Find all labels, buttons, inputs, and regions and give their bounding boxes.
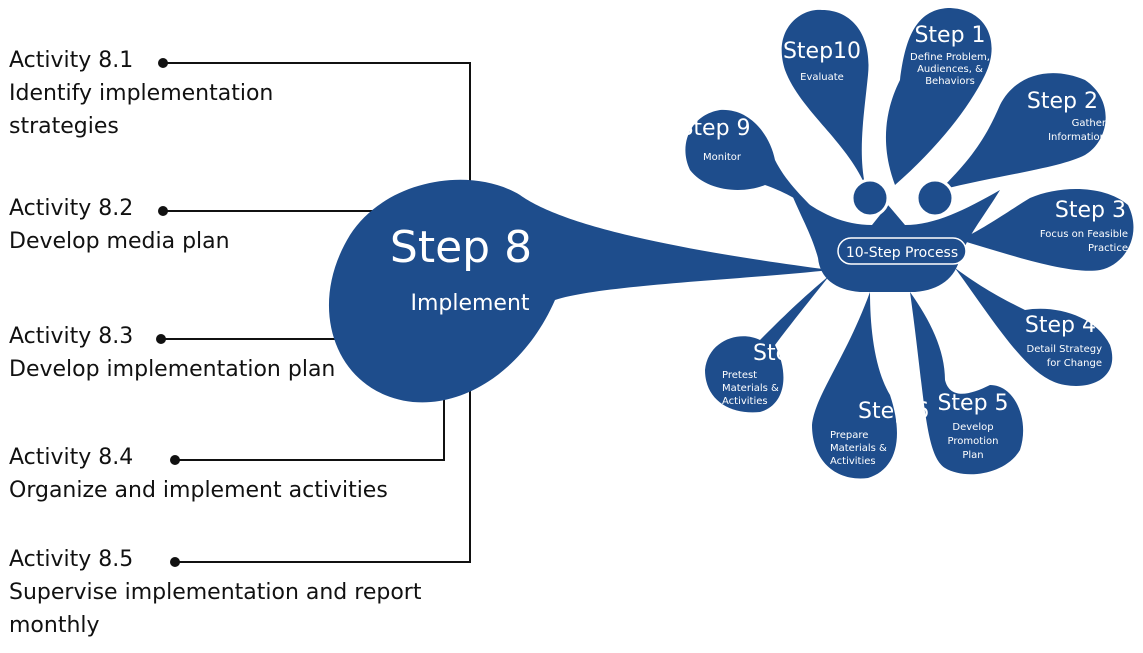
- petal-step-1: [885, 8, 992, 185]
- step-8-shape: [328, 179, 830, 403]
- petal-step-6: [812, 292, 897, 479]
- petal-subtitle-line: Define Problem,: [910, 52, 990, 63]
- petal-subtitle-line: Gather: [1072, 118, 1107, 129]
- petal-subtitle-line: for Change: [1047, 358, 1102, 369]
- petal-step-10: [781, 9, 869, 186]
- activity-description: Develop implementation plan: [9, 357, 336, 382]
- petal-title-6: Step 6: [858, 399, 929, 424]
- activity-description: Organize and implement activities: [9, 478, 388, 503]
- petal-title-7: Step 7: [753, 341, 824, 366]
- activity-title: Activity 8.1: [9, 48, 134, 73]
- bullet-8-5: [170, 557, 180, 567]
- bullet-8-4: [170, 455, 180, 465]
- activity-8-3: Activity 8.3 Develop implementation plan: [9, 320, 489, 386]
- petal-subtitle-line: Focus on Feasible: [1040, 229, 1128, 240]
- hub-label-pill: [837, 237, 967, 265]
- connector-8-5: [175, 390, 471, 563]
- petal-step-9: [685, 109, 820, 215]
- activity-title: Activity 8.3: [9, 324, 134, 349]
- bullet-8-2: [158, 206, 168, 216]
- petal-subtitle-line: Pretest: [722, 370, 757, 381]
- activity-description: Develop media plan: [9, 229, 230, 254]
- petal-subtitle-line: Materials &: [830, 443, 887, 454]
- activity-title: Activity 8.5: [9, 547, 134, 572]
- petal-subtitle-line: Promotion: [948, 436, 999, 447]
- activity-8-2: Activity 8.2 Develop media plan: [9, 192, 489, 258]
- petal-step-4: [955, 268, 1113, 386]
- activity-connectors: [156, 58, 471, 567]
- petal-subtitle-line: Develop: [952, 422, 993, 433]
- petal-subtitle-line: Monitor: [703, 152, 742, 163]
- activity-title: Activity 8.4: [9, 445, 134, 470]
- petal-subtitle-line: Audiences, &: [917, 64, 983, 75]
- petal-title-5: Step 5: [937, 391, 1008, 416]
- petal-subtitle-line: Activities: [830, 456, 876, 467]
- petal-subtitle-line: Behaviors: [925, 76, 975, 87]
- hub-label: 10-Step Process: [846, 245, 958, 261]
- petal-step-5: [910, 292, 1024, 475]
- petal-subtitle-line: Materials &: [722, 383, 779, 394]
- petals: [685, 8, 1134, 479]
- activity-description: Supervise implementation and report mont…: [9, 580, 422, 638]
- petal-subtitle-line: Activities: [722, 396, 768, 407]
- activity-8-5: Activity 8.5 Supervise implementation an…: [9, 543, 489, 642]
- hub-head-left: [850, 178, 890, 218]
- petal-subtitle-line: Information: [1048, 132, 1106, 143]
- activity-description: Identify implementation strategies: [9, 81, 274, 139]
- connector-8-4: [175, 393, 445, 461]
- petal-subtitle-line: Detail Strategy: [1027, 344, 1103, 355]
- petal-title-2: Step 2: [1027, 89, 1098, 114]
- bullet-8-1: [158, 58, 168, 68]
- petal-title-8: Step 9: [679, 116, 750, 141]
- activity-title: Activity 8.2: [9, 196, 134, 221]
- petal-title-9: Step10: [783, 39, 861, 64]
- bullet-8-3: [156, 334, 166, 344]
- petal-subtitle-line: Plan: [962, 450, 983, 461]
- petal-subtitle-line: Practice: [1088, 243, 1128, 254]
- petal-labels: Step 1 Define Problem,Audiences, &Behavio…: [679, 23, 1128, 467]
- activity-8-1: Activity 8.1 Identify implementation str…: [9, 44, 489, 143]
- petal-title-3: Step 3: [1055, 198, 1126, 223]
- petal-title-4: Step 4: [1025, 313, 1096, 338]
- activity-8-4: Activity 8.4 Organize and implement acti…: [9, 441, 489, 507]
- hub-head-right: [915, 178, 955, 218]
- connector-8-1: [163, 62, 471, 185]
- petal-step-2: [940, 73, 1106, 190]
- petal-step-3: [960, 188, 1134, 271]
- step-8-title: Step 8: [390, 222, 532, 273]
- step-8-subtitle: Implement: [410, 291, 529, 316]
- petal-title-1: Step 1: [914, 23, 985, 48]
- petal-subtitle-line: Evaluate: [800, 72, 844, 83]
- petal-step-7: [705, 275, 830, 413]
- petal-subtitle-line: Prepare: [830, 430, 868, 441]
